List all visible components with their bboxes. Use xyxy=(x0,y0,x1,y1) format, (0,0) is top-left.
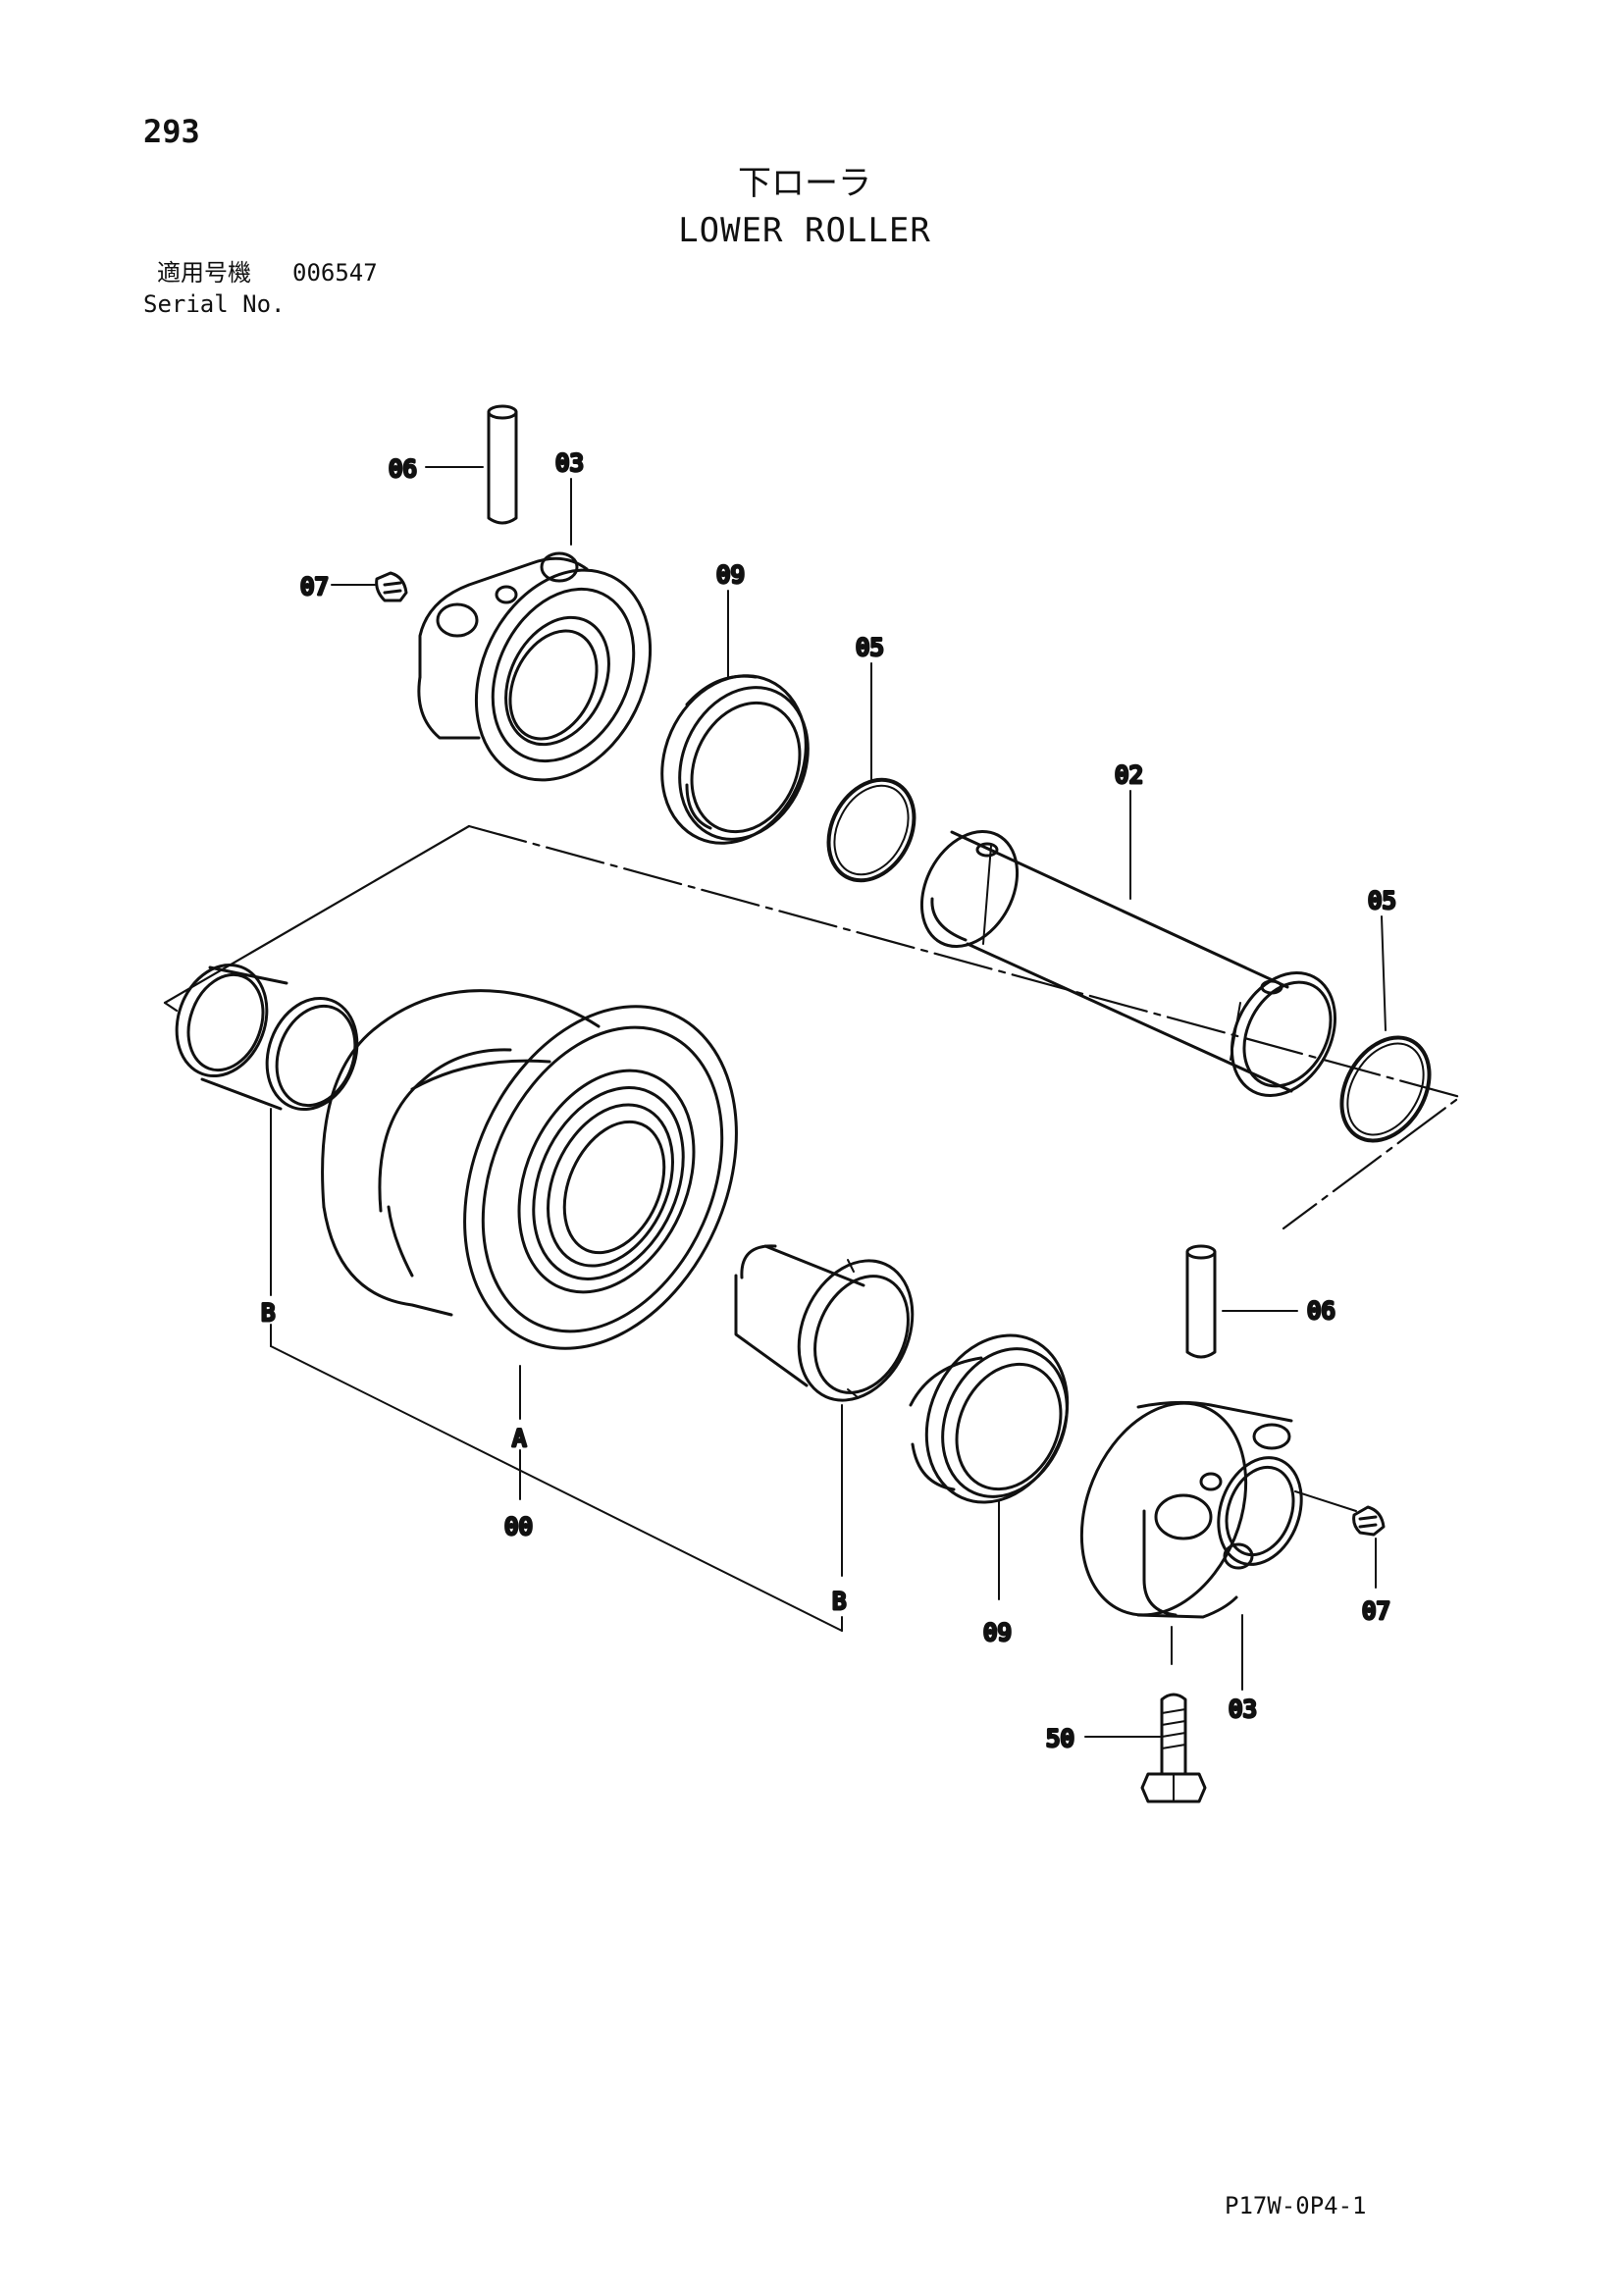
collar-03-bottom xyxy=(1079,1400,1303,1619)
bushing-right xyxy=(734,1244,915,1402)
marker-a: A xyxy=(512,1425,527,1452)
serial-number-value: 006547 xyxy=(292,259,378,287)
serial-label-english: Serial No. xyxy=(143,290,286,318)
o-ring-05-left xyxy=(826,777,916,883)
bushing-left xyxy=(175,963,359,1112)
callout-02: 02 xyxy=(1115,761,1143,789)
callout-09-top: 09 xyxy=(716,561,745,589)
seal-09-top xyxy=(660,674,810,845)
callout-09-bottom: 09 xyxy=(983,1619,1012,1646)
leader-07-bottom-a xyxy=(1294,1490,1357,1512)
pin-06-top xyxy=(487,404,518,525)
assembly-outline xyxy=(163,824,1462,1230)
callout-05-right: 05 xyxy=(1368,887,1396,914)
collar-03-top xyxy=(417,551,653,782)
callout-07-bottom: 07 xyxy=(1362,1597,1390,1625)
callout-03-top: 03 xyxy=(555,449,584,477)
roller-00 xyxy=(321,989,738,1350)
page-number: 293 xyxy=(143,113,200,150)
o-ring-05-right xyxy=(1339,1035,1432,1143)
plug-07-top xyxy=(375,571,408,602)
callout-06-bottom: 06 xyxy=(1307,1297,1335,1325)
plug-07-bottom xyxy=(1352,1505,1386,1537)
callout-05-left: 05 xyxy=(856,634,884,661)
leader-05-right xyxy=(1381,915,1387,1031)
serial-label-japanese: 適用号機 xyxy=(157,259,251,287)
drawing-code: P17W-0P4-1 xyxy=(1225,2192,1367,2219)
marker-b-left: B xyxy=(261,1299,275,1327)
bolt-50 xyxy=(1140,1693,1207,1803)
callout-07-top: 07 xyxy=(300,573,329,600)
callout-03-bottom: 03 xyxy=(1229,1696,1257,1723)
marker-b-right: B xyxy=(832,1588,846,1615)
title-english: LOWER ROLLER xyxy=(678,211,931,250)
callout-50: 50 xyxy=(1046,1725,1074,1752)
title-japanese: 下ローラ xyxy=(738,164,871,203)
callout-00: 00 xyxy=(504,1513,533,1540)
pin-06-bottom xyxy=(1185,1244,1217,1359)
reference-bracket-b xyxy=(270,1324,843,1632)
shaft-02 xyxy=(919,829,1337,1097)
seal-09-bottom xyxy=(909,1333,1070,1504)
callout-06-top: 06 xyxy=(389,455,417,483)
